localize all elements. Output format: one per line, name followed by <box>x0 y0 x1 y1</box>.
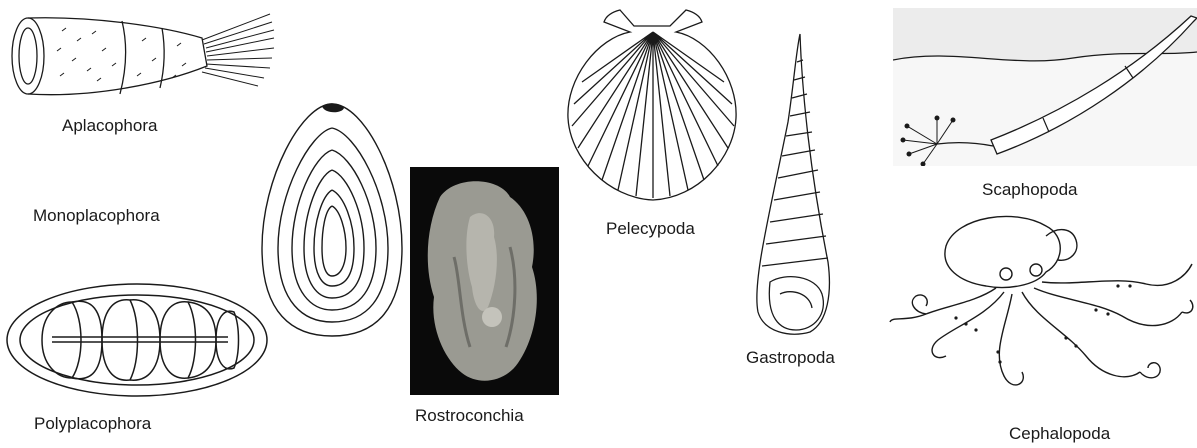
monoplacophora-illustration <box>252 98 412 344</box>
label-rostroconchia: Rostroconchia <box>415 406 524 426</box>
label-polyplacophora: Polyplacophora <box>34 414 151 434</box>
polyplacophora-illustration <box>2 280 272 400</box>
label-pelecypoda: Pelecypoda <box>606 219 695 239</box>
label-scaphopoda: Scaphopoda <box>982 180 1077 200</box>
label-monoplacophora: Monoplacophora <box>33 206 160 226</box>
rostroconchia-photo <box>410 167 559 395</box>
label-aplacophora: Aplacophora <box>62 116 157 136</box>
label-cephalopoda: Cephalopoda <box>1009 424 1110 444</box>
cephalopoda-illustration <box>886 206 1197 410</box>
aplacophora-illustration <box>2 6 277 106</box>
label-gastropoda: Gastropoda <box>746 348 835 368</box>
pelecypoda-illustration <box>558 8 748 208</box>
scaphopoda-illustration <box>893 8 1197 166</box>
gastropoda-illustration <box>740 32 840 342</box>
